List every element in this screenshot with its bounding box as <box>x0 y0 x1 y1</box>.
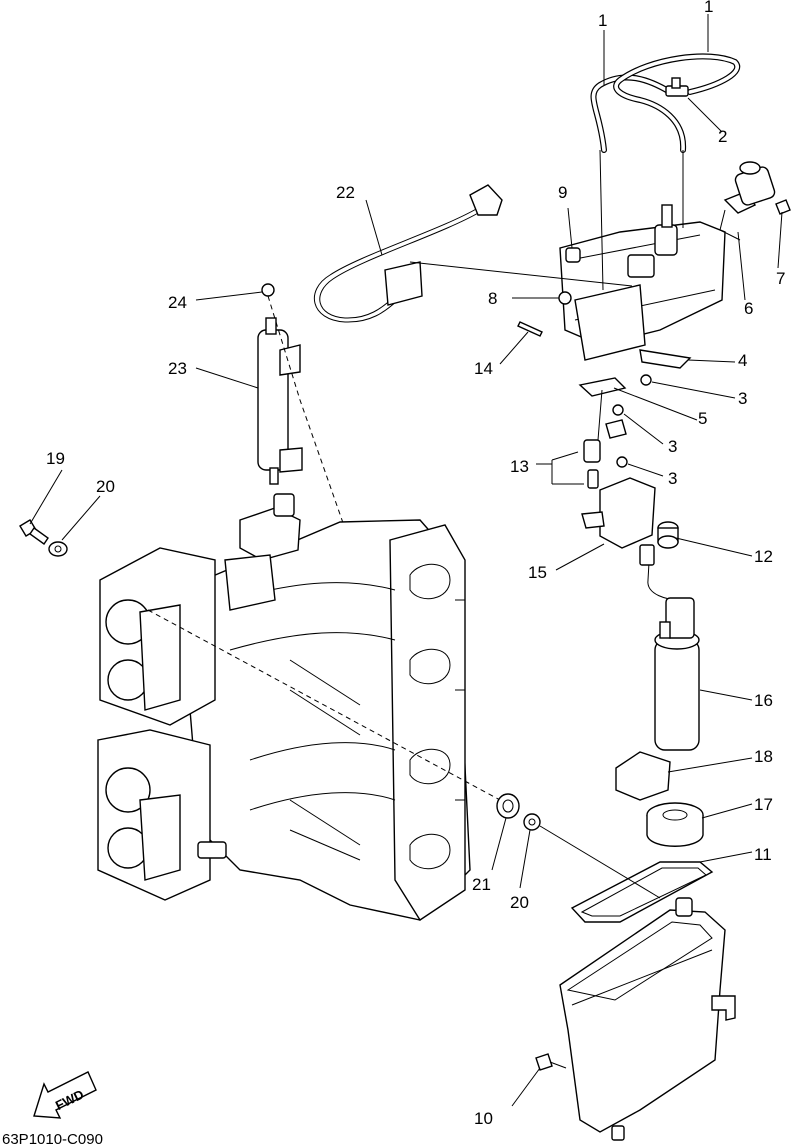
callout-3-a: 3 <box>738 389 747 408</box>
screw-part-7 <box>775 199 791 215</box>
sensor-part-22 <box>313 184 633 323</box>
callout-20-left: 20 <box>96 477 115 496</box>
screw-part-3-c <box>616 456 628 468</box>
callout-labels: 1 1 2 3 3 3 4 5 6 7 8 9 10 11 12 13 14 1… <box>46 0 785 1128</box>
bracket-part-18 <box>615 751 671 801</box>
screw-part-3-b <box>605 404 627 439</box>
callout-7: 7 <box>776 269 785 288</box>
callout-16: 16 <box>754 691 773 710</box>
callout-19: 19 <box>46 449 65 468</box>
callout-1-upper: 1 <box>598 11 607 30</box>
pressure-regulator-part-6 <box>719 161 776 241</box>
plate-part-5 <box>578 377 627 441</box>
callout-21: 21 <box>472 875 491 894</box>
washer-part-20-right <box>523 813 661 899</box>
drawing-code: 63P1010-C090 <box>2 1131 103 1148</box>
joint-part-13 <box>583 439 601 489</box>
gasket-part-4 <box>639 349 692 369</box>
gasket-part-11 <box>570 861 714 923</box>
callout-5: 5 <box>698 409 707 428</box>
bolt-part-19 <box>19 519 49 545</box>
screw-part-10 <box>535 1053 567 1071</box>
callout-15: 15 <box>528 563 547 582</box>
forward-direction-arrow: FWD <box>33 1071 97 1119</box>
screw-part-3-a <box>640 374 652 386</box>
grommet-part-21 <box>496 793 520 819</box>
fuel-hose-part-1 <box>590 53 741 153</box>
vapor-separator-cover <box>559 149 726 361</box>
callout-11: 11 <box>754 845 772 864</box>
callout-6: 6 <box>744 299 753 318</box>
callout-10: 10 <box>474 1109 493 1128</box>
float-chamber-bowl <box>559 897 736 1141</box>
callout-12: 12 <box>754 547 773 566</box>
grommet-part-12 <box>657 521 679 549</box>
grommet-part-9 <box>565 247 581 263</box>
callout-17: 17 <box>754 795 773 814</box>
filter-part-15 <box>581 477 656 549</box>
bolt-part-24 <box>261 283 371 601</box>
sensor-part-23 <box>257 317 303 485</box>
callout-1-right: 1 <box>704 0 713 16</box>
callout-23: 23 <box>168 359 187 378</box>
callout-14: 14 <box>474 359 493 378</box>
callout-13: 13 <box>510 457 529 476</box>
callout-24: 24 <box>168 293 187 312</box>
leader-lines <box>29 14 783 1107</box>
callout-22: 22 <box>336 183 355 202</box>
callout-2: 2 <box>718 127 727 146</box>
damper-part-17 <box>646 802 704 847</box>
t-joint-part-2 <box>665 77 689 97</box>
electric-fuel-pump-part-16 <box>639 544 700 751</box>
callout-18: 18 <box>754 747 773 766</box>
callout-3-b: 3 <box>668 437 677 456</box>
pin-part-14 <box>517 321 543 337</box>
callout-20-right: 20 <box>510 893 529 912</box>
callout-8: 8 <box>488 289 497 308</box>
callout-3-c: 3 <box>668 469 677 488</box>
callout-4: 4 <box>738 351 747 370</box>
callout-9: 9 <box>558 183 567 202</box>
intake-manifold-throttle-body <box>97 493 501 921</box>
washer-part-20-left <box>48 541 68 557</box>
